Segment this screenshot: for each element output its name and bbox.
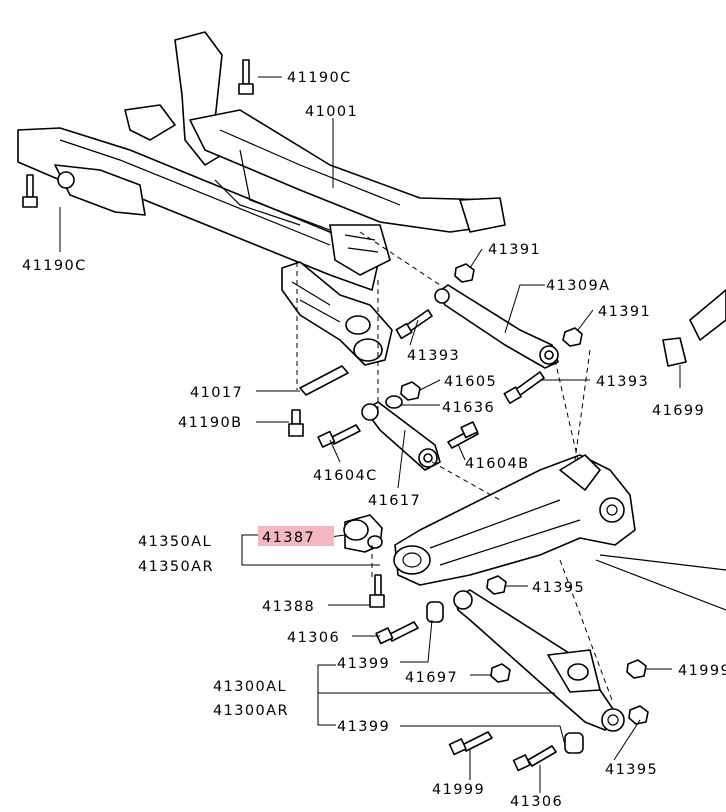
label-41306-a: 41306 — [287, 630, 340, 646]
label-41388: 41388 — [262, 599, 315, 615]
label-41699: 41699 — [652, 403, 705, 419]
label-41190c-left: 41190C — [22, 258, 87, 274]
label-41697: 41697 — [405, 670, 458, 686]
label-41999-bottom: 41999 — [432, 782, 485, 798]
upper-arm — [434, 284, 559, 369]
label-41001: 41001 — [305, 104, 358, 120]
label-41350al: 41350AL — [138, 534, 212, 550]
label-41393-b: 41393 — [596, 374, 649, 390]
label-41017: 41017 — [190, 385, 243, 401]
bushing-41387 — [343, 514, 383, 553]
label-41387: 41387 — [262, 530, 315, 546]
link-bracket — [281, 261, 393, 396]
label-41393-a: 41393 — [407, 348, 460, 364]
label-41190c-top: 41190C — [287, 70, 352, 86]
label-41399-b: 41399 — [337, 719, 390, 735]
label-41300ar: 41300AR — [213, 703, 289, 719]
leader-lines — [59, 76, 681, 793]
crossmember — [17, 31, 506, 291]
stabilizer-bar — [595, 289, 726, 611]
label-41306-b: 41306 — [510, 794, 563, 810]
part-labels: 41190C 41001 41190C 41391 41309A 41391 4… — [22, 70, 726, 810]
label-41391-a: 41391 — [488, 242, 541, 258]
label-41636: 41636 — [442, 400, 495, 416]
label-41604b: 41604B — [465, 456, 529, 472]
label-41999-right: 41999 — [678, 663, 726, 679]
label-41309a: 41309A — [546, 278, 610, 294]
label-41350ar: 41350AR — [138, 559, 214, 575]
label-41617: 41617 — [368, 493, 421, 509]
label-41190b: 41190B — [178, 415, 242, 431]
label-41604c: 41604C — [313, 468, 378, 484]
label-41391-b: 41391 — [598, 304, 651, 320]
label-41605: 41605 — [444, 374, 497, 390]
label-41399-a: 41399 — [337, 656, 390, 672]
label-41300al: 41300AL — [213, 679, 287, 695]
trailing-arm — [393, 454, 636, 586]
label-41395-b: 41395 — [605, 762, 658, 778]
highlight-41387 — [258, 526, 334, 546]
lower-arm — [426, 589, 625, 754]
fasteners — [22, 59, 649, 772]
label-41395-a: 41395 — [532, 580, 585, 596]
